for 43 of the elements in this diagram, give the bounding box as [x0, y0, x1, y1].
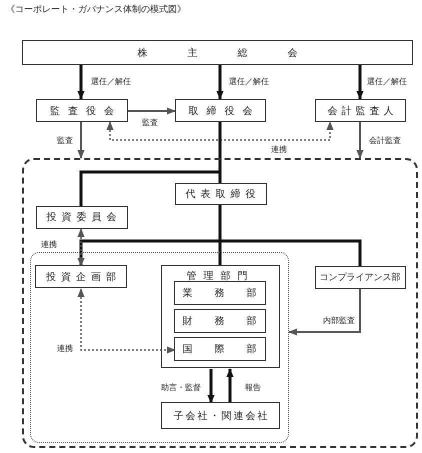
edge-label: 助言・監督	[160, 383, 202, 393]
arrow	[216, 65, 224, 100]
connector-line	[218, 205, 362, 266]
arrow	[356, 122, 364, 159]
organization-box: 会計監査人	[315, 99, 406, 122]
edge-label: 連携	[270, 145, 288, 155]
organization-box: 株主総会	[22, 40, 413, 65]
edge-label: 内部監査	[322, 316, 356, 326]
edge-label: 連携	[56, 344, 74, 354]
edge-label: 監査	[56, 136, 74, 146]
organization-box: 財務部	[174, 308, 266, 332]
edge-label: 選任／解任	[366, 77, 408, 87]
organization-box: 取締役会	[175, 99, 266, 122]
group-heading: 管理部門	[186, 270, 256, 283]
organization-box: コンプライアンス部	[314, 266, 406, 288]
arrow	[77, 65, 85, 100]
edge-label: 会計監査	[368, 136, 402, 146]
edge-label: 選任／解任	[90, 77, 132, 87]
department-group-box	[161, 265, 280, 368]
company-boundary	[22, 158, 418, 448]
arrow	[207, 369, 215, 404]
arrow	[356, 65, 364, 100]
organization-box: 投資委員会	[36, 206, 128, 228]
edge-label: 連携	[40, 240, 58, 250]
organization-box: 国際部	[174, 336, 266, 360]
dotted-arrow	[77, 288, 176, 354]
diagram-title: 《コーポレート・ガバナンス体制の模式図》	[6, 4, 186, 16]
arrow	[226, 368, 234, 403]
edge-label: 監査	[141, 118, 159, 128]
organization-box: 子会社・関連会社	[161, 402, 280, 429]
edge-label: 選任／解任	[228, 77, 270, 87]
dotted-arrow	[77, 228, 85, 267]
organization-box: 業務部	[174, 280, 266, 304]
arrow	[128, 107, 176, 115]
organization-box: 投資企画部	[35, 265, 127, 288]
dotted-arrow	[106, 121, 334, 141]
organization-box: 代表取締役	[174, 182, 266, 204]
connector-line	[80, 122, 222, 206]
business-group-boundary	[30, 252, 288, 442]
edge-label: 報告	[244, 383, 262, 393]
organization-box: 監査役会	[36, 99, 128, 122]
arrow	[77, 122, 85, 159]
arrow	[288, 289, 361, 336]
